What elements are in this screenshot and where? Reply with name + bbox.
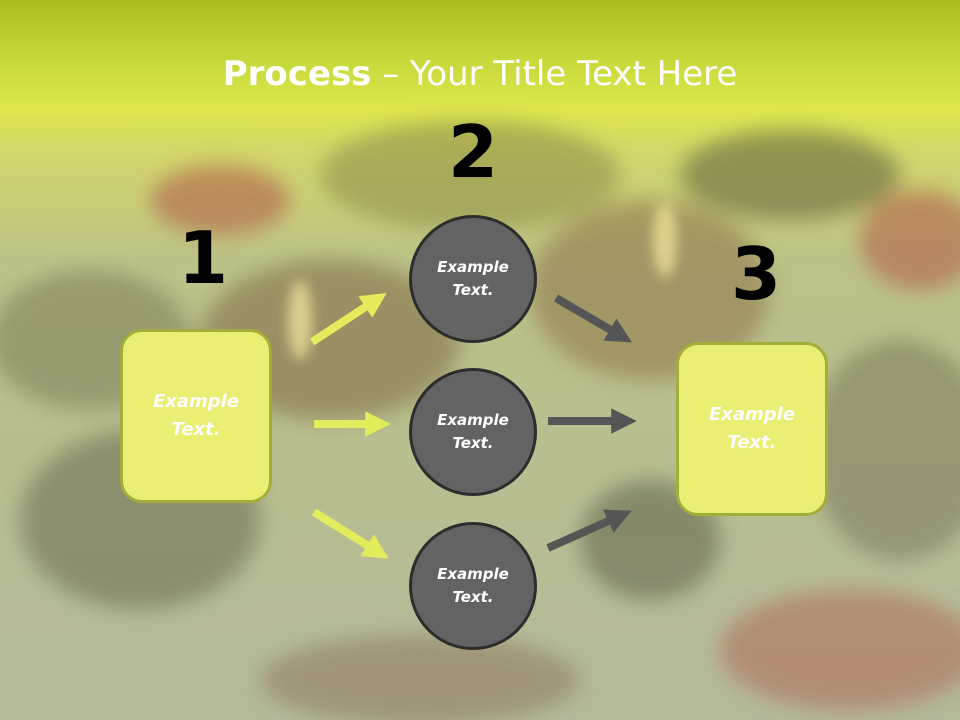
title-rest: – Your Title Text Here — [371, 54, 738, 94]
circle-bottom-line1: Example — [437, 565, 509, 583]
arrow-right-down-gray — [553, 294, 633, 343]
circle-middle-line2: Text. — [452, 434, 494, 452]
circle-top: Example Text. — [409, 215, 537, 343]
circle-top-line2: Text. — [452, 281, 494, 299]
arrow-right-up-gray — [546, 509, 632, 552]
right-text-box: Example Text. — [676, 342, 828, 516]
title-bold: Process — [222, 54, 372, 94]
slide-title: Process – Your Title Text Here — [0, 52, 960, 96]
step-number-2: 2 — [448, 110, 499, 194]
circle-bottom-line2: Text. — [452, 588, 494, 606]
right-box-line2: Text. — [727, 432, 777, 453]
arrow-right-down-yellow — [311, 508, 389, 559]
step-number-3: 3 — [731, 232, 782, 316]
circle-middle-line1: Example — [437, 411, 509, 429]
step-number-1: 1 — [178, 216, 229, 300]
circle-middle: Example Text. — [409, 368, 537, 496]
left-box-line2: Text. — [171, 419, 221, 440]
circle-bottom: Example Text. — [409, 522, 537, 650]
left-text-box: Example Text. — [120, 329, 272, 503]
right-box-line1: Example — [708, 404, 796, 425]
circle-top-line1: Example — [437, 258, 509, 276]
arrow-right-up-yellow — [309, 292, 387, 346]
left-box-line1: Example — [152, 391, 240, 412]
